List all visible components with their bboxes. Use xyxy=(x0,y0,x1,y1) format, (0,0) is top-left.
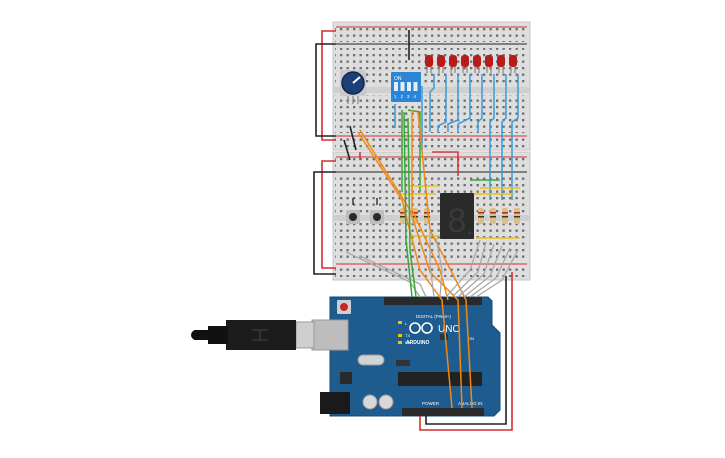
led[interactable] xyxy=(449,55,457,73)
digital-label: DIGITAL (PWM~) xyxy=(416,314,451,319)
arduino-logo-icon xyxy=(409,322,433,334)
dip-on-label: ON xyxy=(394,76,402,82)
dip-toggle[interactable] xyxy=(394,82,398,91)
led-signal-wires[interactable] xyxy=(394,74,519,200)
rail-power-wires[interactable] xyxy=(313,30,410,275)
push-button-left[interactable] xyxy=(346,210,360,224)
resistor[interactable] xyxy=(502,208,508,224)
gray-signal-wires[interactable] xyxy=(345,232,519,298)
resistor[interactable] xyxy=(478,208,484,224)
analog-power-header[interactable] xyxy=(402,408,484,416)
rx-label: RX xyxy=(405,340,411,345)
arduino-model: UNO xyxy=(438,324,460,335)
led[interactable] xyxy=(425,55,433,73)
dip-toggle[interactable] xyxy=(400,82,405,91)
on-led-label: ON xyxy=(468,336,474,341)
arduino-brand: ARDUINO xyxy=(406,340,429,346)
orange-signal-wires[interactable] xyxy=(357,110,473,409)
arduino-power-wires[interactable] xyxy=(419,272,513,431)
dip-toggle[interactable] xyxy=(407,82,411,91)
led[interactable] xyxy=(473,55,481,73)
potentiometer[interactable] xyxy=(340,70,366,104)
usb-cable[interactable] xyxy=(191,320,315,350)
l-led-label: L xyxy=(405,321,408,326)
led[interactable] xyxy=(485,55,493,73)
power-label: POWER xyxy=(422,401,440,406)
power-jack[interactable] xyxy=(320,392,350,414)
seven-segment-display[interactable]: 8 xyxy=(440,193,474,240)
green-signal-wires[interactable] xyxy=(403,111,417,298)
breadboard-bottom[interactable] xyxy=(332,151,531,281)
resistor[interactable] xyxy=(490,208,496,224)
resistor[interactable] xyxy=(514,208,520,224)
led-array[interactable] xyxy=(425,55,517,73)
dip-switch[interactable]: ON 1 2 3 4 xyxy=(391,72,421,102)
dip-number: 3 xyxy=(407,94,410,99)
arduino-uno-board[interactable]: L TX RX ON ARDUINO UNO DIGITAL (PWM~) AN… xyxy=(311,296,501,417)
led[interactable] xyxy=(461,55,469,73)
led[interactable] xyxy=(437,55,445,73)
usb-port[interactable] xyxy=(311,319,349,351)
segment-digit: 8 xyxy=(448,202,467,240)
push-button-right[interactable] xyxy=(370,210,384,224)
led[interactable] xyxy=(509,55,517,73)
knob-indicator-icon xyxy=(352,76,361,84)
dip-number: 1 xyxy=(394,94,397,99)
dip-number: 2 xyxy=(401,94,404,99)
dip-number: 4 xyxy=(414,94,417,99)
dip-toggle[interactable] xyxy=(413,82,418,91)
digital-header[interactable] xyxy=(384,297,482,305)
tx-label: TX xyxy=(405,333,410,338)
analog-label: ANALOG IN xyxy=(458,401,483,406)
led[interactable] xyxy=(497,55,505,73)
